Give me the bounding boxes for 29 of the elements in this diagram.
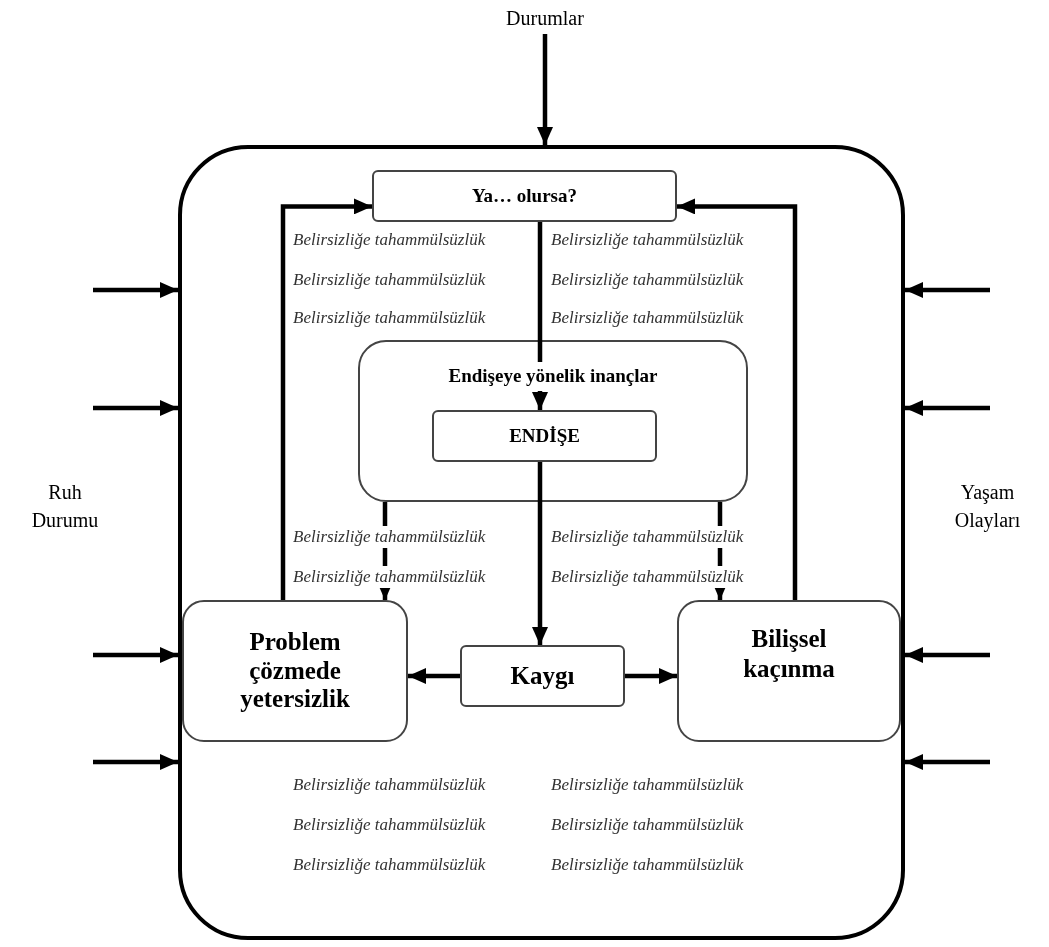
side-label: Yaşam Olayları xyxy=(953,480,1022,534)
arrow xyxy=(408,668,460,684)
process-box: Ya… olursa? xyxy=(372,170,677,222)
process-box: Kaygı xyxy=(460,645,625,707)
input-arrow xyxy=(905,282,990,298)
input-arrow xyxy=(93,282,178,298)
arrow xyxy=(532,222,548,410)
rounded-frame xyxy=(178,145,905,940)
background-text: Belirsizliğe tahammülsüzlük xyxy=(293,526,486,548)
side-label: Ruh Durumu xyxy=(30,480,100,533)
process-box: Bilişsel kaçınma xyxy=(677,600,901,742)
input-arrow xyxy=(93,647,178,663)
input-arrow xyxy=(905,754,990,770)
belief-box xyxy=(358,340,748,502)
background-text: Belirsizliğe tahammülsüzlük xyxy=(551,566,744,588)
input-arrow xyxy=(905,400,990,416)
input-arrow xyxy=(93,754,178,770)
background-text: Belirsizliğe tahammülsüzlük xyxy=(551,526,744,548)
process-box: ENDİŞE xyxy=(432,410,657,462)
input-arrow xyxy=(93,400,178,416)
input-arrow xyxy=(905,647,990,663)
input-label: Durumlar xyxy=(485,2,605,34)
background-text: Belirsizliğe tahammülsüzlük xyxy=(293,566,486,588)
arrow xyxy=(532,462,548,645)
arrow xyxy=(280,198,372,600)
arrow xyxy=(677,198,798,600)
process-box: Problem çözmede yetersizlik xyxy=(182,600,408,742)
arrow xyxy=(537,34,553,145)
arrow xyxy=(625,668,677,684)
